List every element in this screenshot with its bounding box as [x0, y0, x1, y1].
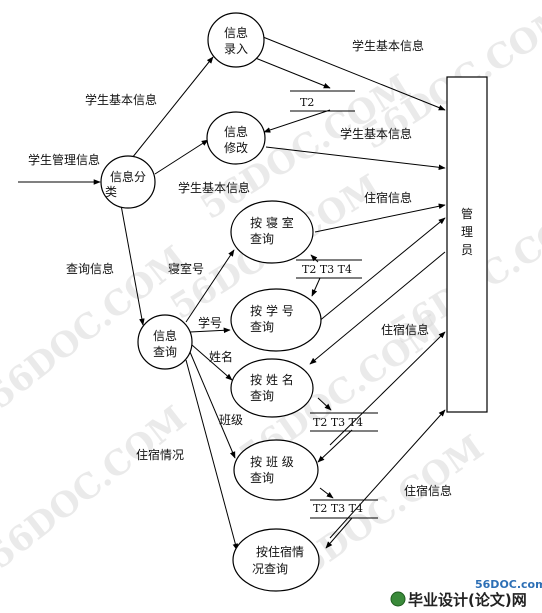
- query-label: 查询: [153, 345, 177, 359]
- flow-label-room-no: 寝室号: [168, 261, 204, 276]
- classify-label: 类: [105, 185, 117, 199]
- flow-lines: [18, 36, 446, 551]
- site-logo: 56DOC.com 毕业设计(论文)网: [390, 578, 542, 609]
- query-by-status-label: 况查询: [252, 562, 288, 576]
- flow-label-modify-admin: 学生基本信息: [340, 126, 412, 141]
- data-store-entry: T2: [290, 90, 355, 112]
- flow-label-entry-admin: 学生基本信息: [352, 38, 424, 53]
- flow-label-to-query: 查询信息: [66, 261, 114, 276]
- modify-label: 信息: [224, 124, 248, 139]
- flow-label-class: 班级: [219, 413, 243, 427]
- entry-label: 录入: [224, 42, 248, 56]
- entry-label: 信息: [224, 25, 248, 40]
- flow-label-room-admin: 住宿信息: [364, 190, 412, 205]
- logo-site-text: 56DOC.com: [475, 578, 542, 591]
- admin-label: 管: [461, 206, 473, 221]
- flow-label-to-modify: 学生基本信息: [178, 180, 250, 195]
- modify-label: 修改: [224, 140, 248, 155]
- query-by-name-label: 查询: [250, 389, 274, 403]
- query-by-status-process: [232, 528, 320, 592]
- data-store-class: T2 T3 T4: [310, 499, 378, 519]
- classify-label: 信息分: [110, 169, 146, 184]
- data-store-class-label: T2 T3 T4: [313, 502, 363, 515]
- flow-label-status: 住宿情况: [136, 447, 184, 462]
- data-store-room-label: T2 T3 T4: [302, 263, 352, 276]
- query-label: 信息: [153, 328, 177, 343]
- query-by-room-label: 查询: [250, 232, 274, 246]
- classify-process: [100, 155, 156, 209]
- query-by-id-process: [230, 288, 322, 352]
- query-process: [137, 314, 193, 370]
- logo-main-text: 毕业设计(论文)网: [408, 591, 527, 609]
- query-by-room-process: [230, 200, 314, 264]
- admin-label: 员: [461, 243, 473, 257]
- flow-label-id-admin: 住宿信息: [381, 322, 429, 337]
- query-by-class-label: 按 班 级: [250, 455, 294, 469]
- flow-label-name: 姓名: [209, 349, 233, 364]
- data-store-name-label: T2 T3 T4: [313, 416, 363, 429]
- data-store-name: T2 T3 T4: [310, 412, 378, 432]
- modify-process: [206, 111, 266, 165]
- flow-label-status-admin: 住宿信息: [404, 483, 452, 498]
- data-store-room: T2 T3 T4: [296, 259, 362, 279]
- query-by-id-label: 按 学 号: [250, 303, 294, 318]
- data-store-entry-label: T2: [300, 96, 314, 109]
- flow-label-input: 学生管理信息: [28, 152, 100, 167]
- query-by-status-label: 按住宿情: [256, 544, 304, 559]
- watermark-text: 56DOC.COM: [0, 398, 194, 577]
- flow-label-student-no: 学号: [198, 315, 222, 330]
- query-by-class-process: [233, 439, 319, 501]
- query-by-name-process: [230, 358, 314, 418]
- query-by-room-label: 按 寝 室: [250, 215, 294, 230]
- entry-process: [207, 12, 265, 68]
- query-by-name-label: 按 姓 名: [250, 372, 294, 387]
- query-by-class-label: 查询: [250, 471, 274, 485]
- query-by-id-label: 查询: [250, 320, 274, 334]
- logo-globe-icon: [390, 591, 406, 607]
- admin-entity: [446, 76, 488, 413]
- admin-label: 理: [461, 225, 473, 239]
- flow-label-to-entry: 学生基本信息: [85, 92, 157, 107]
